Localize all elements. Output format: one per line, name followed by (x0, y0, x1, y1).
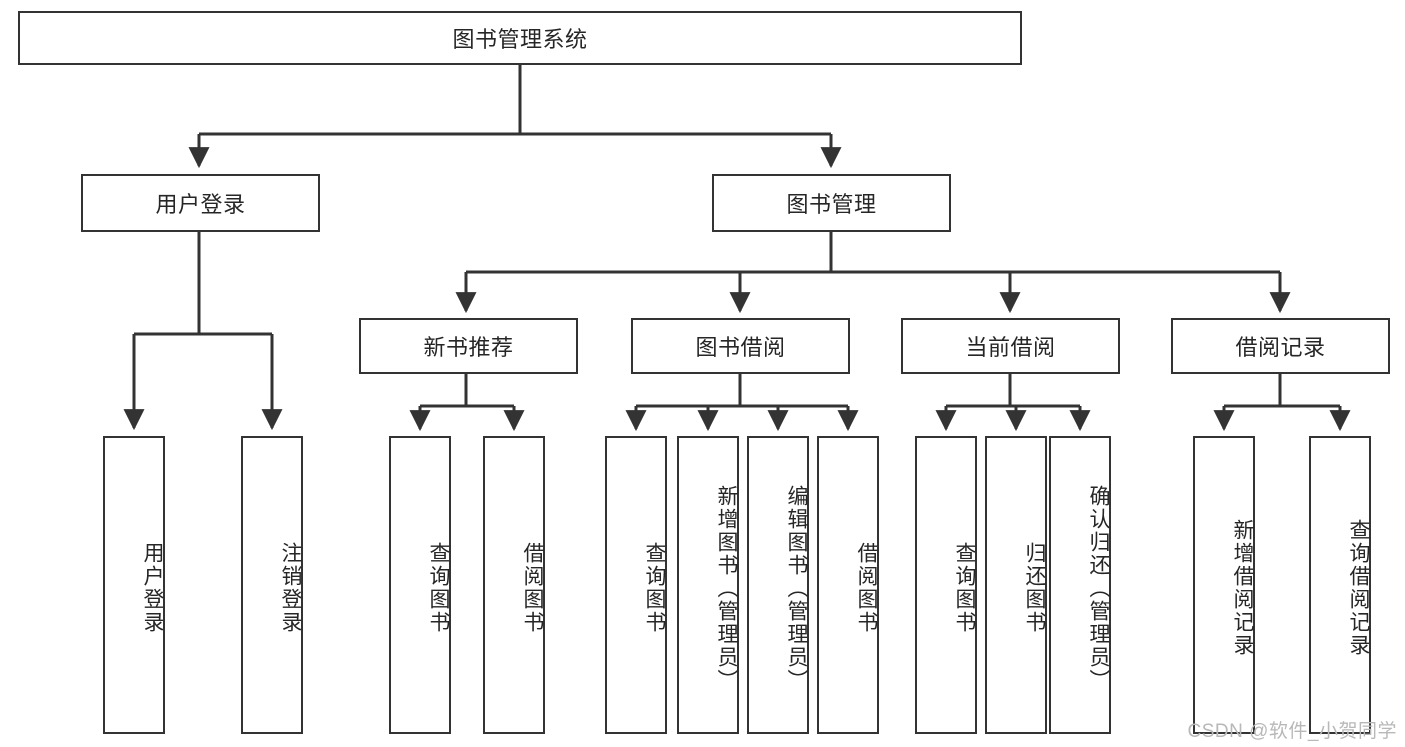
leaf-query-record[interactable]: 查询借阅记录 (1309, 436, 1371, 734)
leaf-add-record-label: 新增借阅记录 (1231, 519, 1254, 657)
node-book-borrow-label: 图书借阅 (695, 335, 786, 360)
node-borrow-record[interactable]: 借阅记录 (1171, 318, 1390, 374)
node-user-login-label: 用户登录 (155, 192, 246, 217)
node-borrow-record-label: 借阅记录 (1235, 335, 1326, 360)
leaf-borrow-book-1-label: 借阅图书 (521, 542, 544, 634)
leaf-add-record[interactable]: 新增借阅记录 (1193, 436, 1255, 734)
leaf-add-book[interactable]: 新增图书（管理员） (677, 436, 739, 734)
node-book-borrow[interactable]: 图书借阅 (631, 318, 850, 374)
node-current-borrow-label: 当前借阅 (965, 335, 1056, 360)
leaf-query-book-2-label: 查询图书 (643, 542, 666, 634)
node-book-manage-label: 图书管理 (786, 192, 877, 217)
leaf-query-book-2[interactable]: 查询图书 (605, 436, 667, 734)
leaf-confirm-return-label: 确认归还（管理员） (1087, 484, 1110, 692)
node-root[interactable]: 图书管理系统 (18, 11, 1022, 65)
node-root-label: 图书管理系统 (452, 27, 588, 52)
leaf-query-book-1-label: 查询图书 (427, 542, 450, 634)
leaf-query-book-3-label: 查询图书 (953, 542, 976, 634)
leaf-user-logout[interactable]: 注销登录 (241, 436, 303, 734)
leaf-return-book-label: 归还图书 (1023, 542, 1046, 634)
leaf-query-book-3[interactable]: 查询图书 (915, 436, 977, 734)
node-book-manage[interactable]: 图书管理 (712, 174, 951, 232)
leaf-borrow-book-2-label: 借阅图书 (855, 542, 878, 634)
leaf-user-logout-label: 注销登录 (279, 542, 302, 634)
leaf-edit-book-label: 编辑图书（管理员） (785, 484, 808, 692)
leaf-confirm-return[interactable]: 确认归还（管理员） (1049, 436, 1111, 734)
node-new-book-recommend[interactable]: 新书推荐 (359, 318, 578, 374)
node-current-borrow[interactable]: 当前借阅 (901, 318, 1120, 374)
leaf-query-book-1[interactable]: 查询图书 (389, 436, 451, 734)
node-user-login[interactable]: 用户登录 (81, 174, 320, 232)
leaf-return-book[interactable]: 归还图书 (985, 436, 1047, 734)
leaf-query-record-label: 查询借阅记录 (1347, 519, 1370, 657)
leaf-edit-book[interactable]: 编辑图书（管理员） (747, 436, 809, 734)
node-new-book-recommend-label: 新书推荐 (423, 335, 514, 360)
leaf-user-login-label: 用户登录 (141, 542, 164, 634)
leaf-borrow-book-2[interactable]: 借阅图书 (817, 436, 879, 734)
watermark: CSDN @软件_小贺同学 (1187, 721, 1397, 742)
leaf-borrow-book-1[interactable]: 借阅图书 (483, 436, 545, 734)
leaf-user-login[interactable]: 用户登录 (103, 436, 165, 734)
leaf-add-book-label: 新增图书（管理员） (715, 484, 738, 692)
